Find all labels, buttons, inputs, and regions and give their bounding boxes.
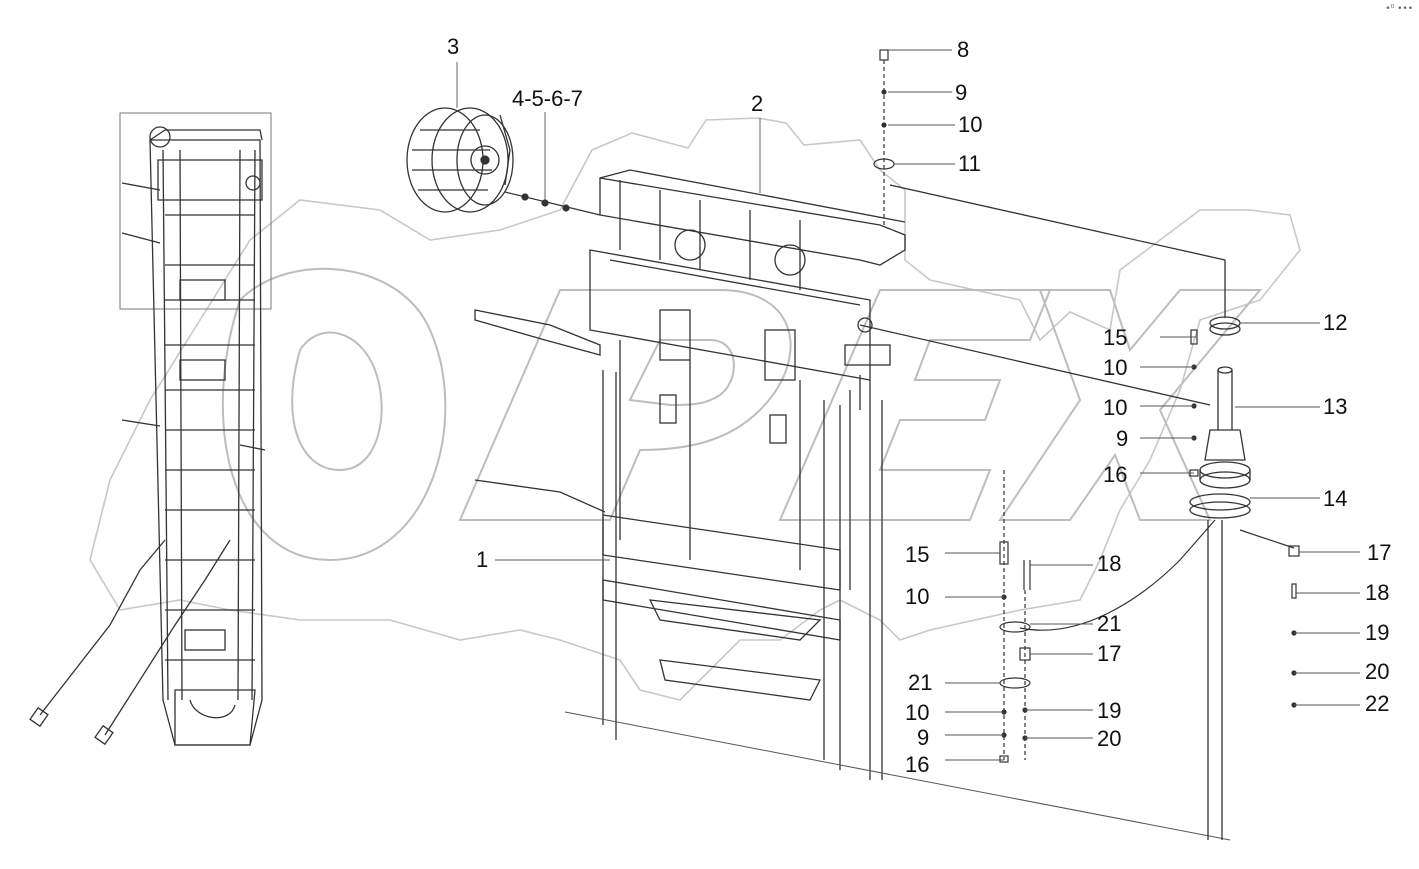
callout-18-low: 18 (1097, 551, 1122, 576)
callout-3: 3 (447, 34, 460, 59)
floor-reference-line (564, 711, 1231, 841)
callout-10-low-a: 10 (905, 584, 930, 609)
main-carriage-assembly (474, 169, 906, 780)
parts-12-14-cylinder (859, 184, 1251, 840)
callout-10-top: 10 (958, 112, 983, 137)
callout-21-a: 21 (1097, 611, 1122, 636)
callout-20-low: 20 (1097, 726, 1122, 751)
watermark-gear (89, 117, 1301, 701)
callout-12: 12 (1323, 310, 1348, 335)
callout-19-right: 19 (1365, 620, 1390, 645)
callout-9-top: 9 (955, 80, 968, 105)
parts-8-11-stack (873, 49, 895, 225)
callout-21-b: 21 (908, 670, 933, 695)
corner-mark: •⁰ ••• (1385, 4, 1413, 14)
callout-10-low-b: 10 (905, 700, 930, 725)
callout-17-low: 17 (1097, 641, 1122, 666)
callout-11: 11 (958, 151, 981, 176)
callout-17-right: 17 (1367, 540, 1392, 565)
callout-18-right: 18 (1365, 580, 1390, 605)
callout-22: 22 (1365, 691, 1390, 716)
callout-15-low: 15 (905, 542, 930, 567)
parts-column-right-lower (1239, 529, 1300, 708)
part-3-cable-reel (406, 107, 514, 213)
callout-9-low: 9 (917, 725, 930, 750)
callout-16-mid: 16 (1103, 462, 1128, 487)
callout-15-mid: 15 (1103, 325, 1128, 350)
watermark-letters (221, 267, 1263, 562)
callout-10-mid-a: 10 (1103, 355, 1128, 380)
callout-20-right: 20 (1365, 659, 1390, 684)
left-mast-assembly (29, 126, 266, 746)
callout-4-5-6-7: 4-5-6-7 (512, 86, 583, 111)
callout-2: 2 (751, 91, 764, 116)
callout-13: 13 (1323, 394, 1348, 419)
callout-16-low: 16 (905, 752, 930, 777)
detail-frame (119, 112, 272, 310)
callout-19-low: 19 (1097, 698, 1122, 723)
leader-lines (456, 49, 1360, 761)
callout-8: 8 (957, 37, 970, 62)
parts-4-5-6-7 (504, 191, 601, 216)
callout-10-mid-b: 10 (1103, 395, 1128, 420)
callout-1: 1 (476, 547, 489, 572)
callout-9-mid: 9 (1116, 426, 1129, 451)
callout-14: 14 (1323, 486, 1348, 511)
